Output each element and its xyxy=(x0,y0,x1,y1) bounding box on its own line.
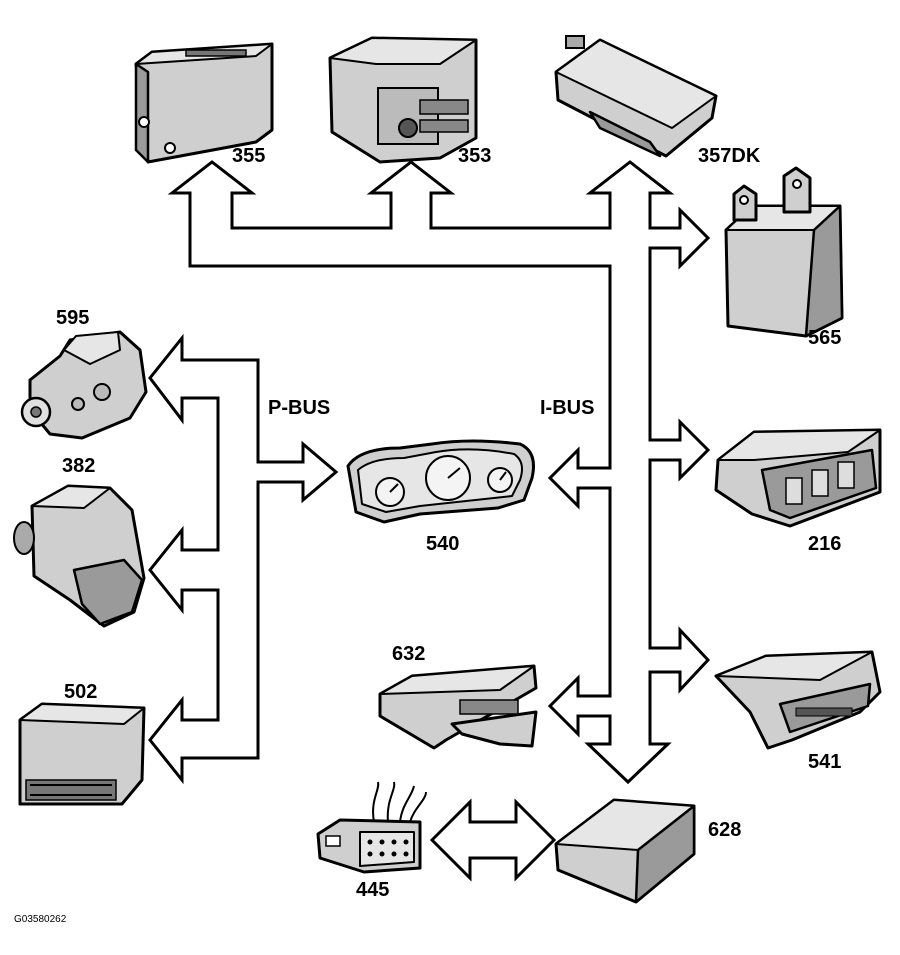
p-bus-arrow xyxy=(148,333,339,785)
label-382: 382 xyxy=(62,455,95,477)
p-bus-label: P-BUS xyxy=(268,397,330,419)
label-628: 628 xyxy=(708,819,741,841)
component-216-climate-panel xyxy=(714,428,882,528)
component-382-abs-unit xyxy=(13,484,146,628)
label-540: 540 xyxy=(426,533,459,555)
component-353-radio-unit xyxy=(328,36,478,164)
component-357dk-module xyxy=(554,35,718,158)
label-595: 595 xyxy=(56,307,89,329)
component-445-diagnostic-connector xyxy=(316,781,427,874)
component-632-module xyxy=(378,664,538,750)
component-541-display-unit xyxy=(714,650,882,750)
label-565: 565 xyxy=(808,327,841,349)
label-357dk: 357DK xyxy=(698,145,761,167)
component-595-injection-pump xyxy=(20,330,148,440)
label-541: 541 xyxy=(808,751,841,773)
i-bus-upper-arrow xyxy=(167,160,711,785)
label-355: 355 xyxy=(232,145,265,167)
label-353: 353 xyxy=(458,145,491,167)
diag-connector-arrow xyxy=(429,798,557,882)
component-565-module xyxy=(724,166,844,338)
i-bus-label: I-BUS xyxy=(540,397,594,419)
component-628-module xyxy=(554,798,696,904)
figure-reference: G03580262 xyxy=(14,914,67,925)
label-632: 632 xyxy=(392,643,425,665)
component-355-cd-unit xyxy=(134,42,274,164)
label-445: 445 xyxy=(356,879,389,901)
component-540-instrument-cluster xyxy=(346,439,535,524)
label-502: 502 xyxy=(64,681,97,703)
label-216: 216 xyxy=(808,533,841,555)
component-502-control-unit xyxy=(18,702,146,806)
